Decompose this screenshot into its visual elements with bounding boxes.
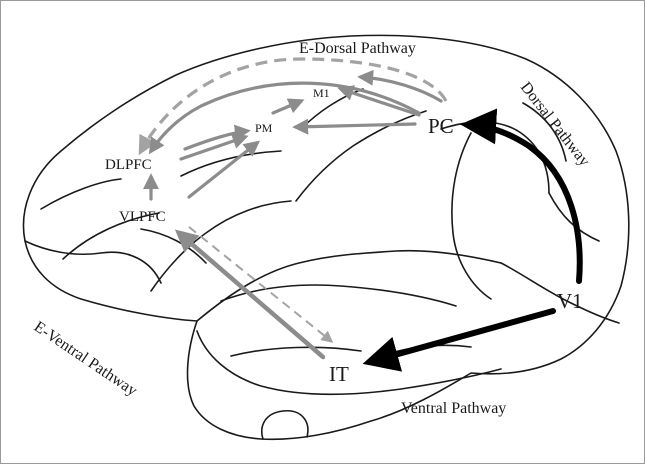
label-e-dorsal-pathway: E-Dorsal Pathway	[299, 40, 416, 57]
v1-to-it-arrow	[373, 311, 553, 361]
label-dorsal-pathway: Dorsal Pathway	[517, 79, 593, 170]
it-to-vlpfc-dashed-arrow	[189, 227, 331, 341]
region-v1: V1	[557, 289, 583, 313]
region-dlpfc: DLPFC	[105, 157, 152, 173]
dashed-connections	[141, 59, 446, 341]
region-vlpfc: VLPFC	[119, 209, 166, 225]
extended-arrows	[151, 77, 441, 357]
pc-to-pm-arrow	[296, 124, 415, 127]
label-ventral-pathway: Ventral Pathway	[401, 400, 506, 417]
label-e-ventral-pathway: E-Ventral Pathway	[31, 318, 140, 399]
pm-to-m1-arrow	[273, 101, 301, 113]
region-it: IT	[329, 362, 349, 386]
region-m1: M1	[313, 86, 330, 100]
region-pm: PM	[255, 121, 273, 135]
region-pc: PC	[428, 114, 454, 138]
pc-to-m1-arrow	[341, 89, 419, 115]
main-arrows	[373, 125, 580, 361]
pc-to-m1-upper-arrow	[361, 77, 441, 101]
